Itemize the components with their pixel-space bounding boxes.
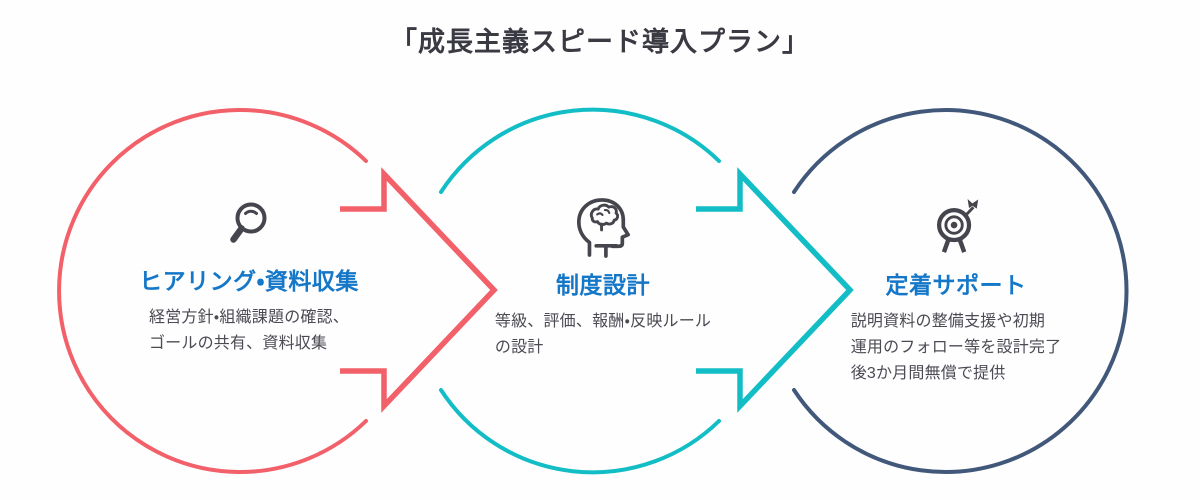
diagram-title: 「成長主義スピード導入プラン」 xyxy=(390,27,810,57)
step-1: ヒアリング・資料収集 経営方針・組織課題の確認、 ゴールの共有、資料収集 xyxy=(99,196,399,357)
arrow-shape xyxy=(696,167,854,413)
arrow-shape xyxy=(340,167,498,413)
step-title: 定着サポート xyxy=(885,272,1027,298)
step3-circle xyxy=(792,108,1129,474)
magnifier-icon xyxy=(230,202,267,243)
head-brain-icon xyxy=(576,198,630,258)
target-dart-icon xyxy=(936,199,979,253)
step1-circle-arrow xyxy=(57,108,498,474)
step-2: 制度設計 等級、評価、報酬・反映ルール の設計 xyxy=(453,196,753,361)
step-description: 等級、評価、報酬・反映ルール の設計 xyxy=(494,313,712,356)
circle-outline xyxy=(439,107,721,194)
step-title: 制度設計 xyxy=(556,272,650,298)
step-description: 経営方針・組織課題の確認、 ゴールの共有、資料収集 xyxy=(148,309,350,352)
step2-circle-arrow xyxy=(439,107,854,475)
step-title: ヒアリング・資料収集 xyxy=(139,268,359,294)
circle-outline xyxy=(792,108,1129,474)
circle-outline xyxy=(57,108,368,474)
step-3: 定着サポート 説明資料の整備支援や初期 運用のフォロー等を設計完了 後3か月間無… xyxy=(806,196,1106,387)
circle-outline xyxy=(439,388,721,475)
step-description: 説明資料の整備支援や初期 運用のフォロー等を設計完了 後3か月間無償で提供 xyxy=(850,313,1062,382)
